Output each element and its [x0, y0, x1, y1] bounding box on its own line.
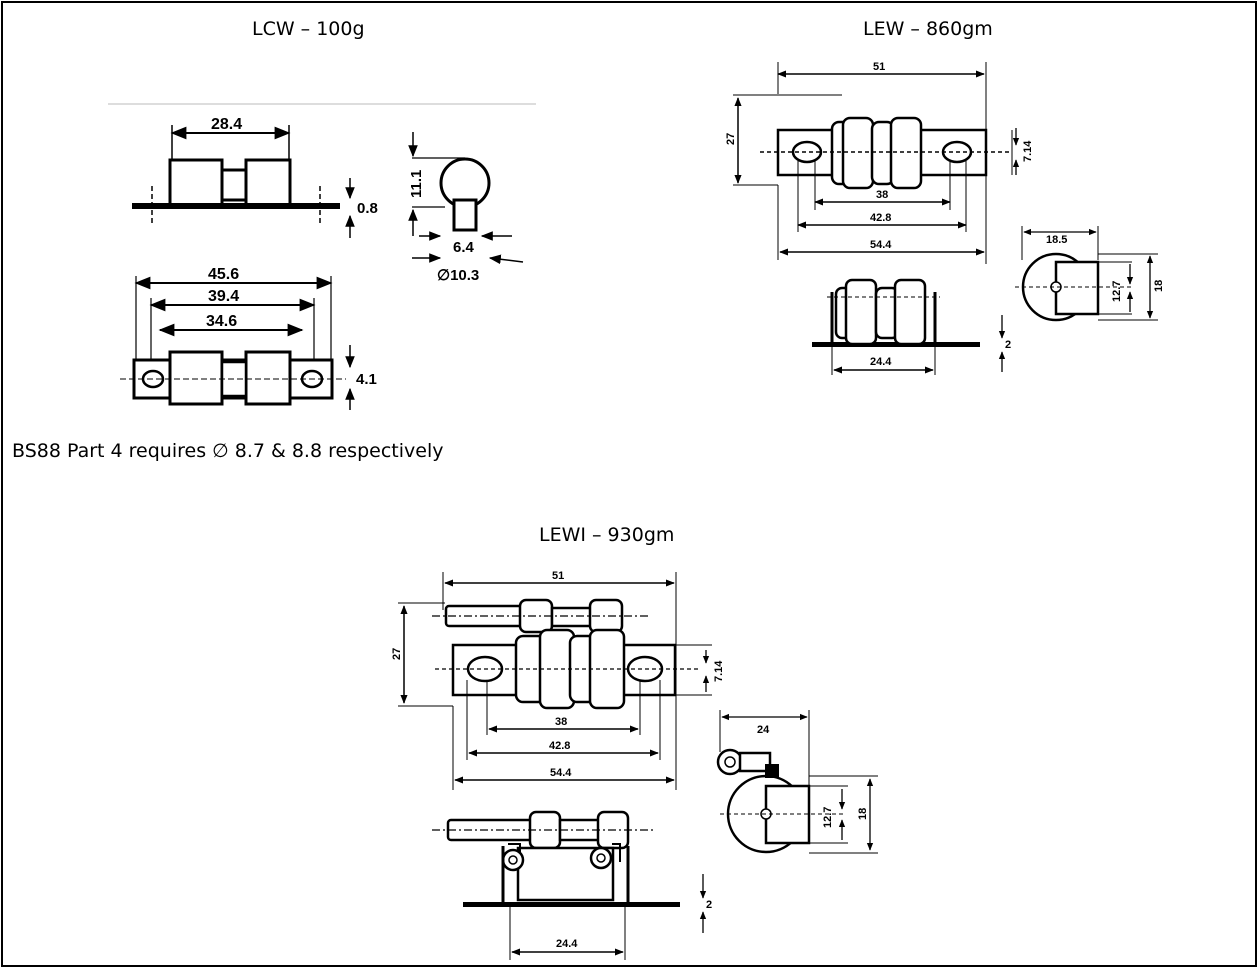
lew-title: LEW – 860gm	[863, 18, 993, 40]
lew-dim-27: 27	[725, 133, 737, 145]
lcw-dim-11-1: 11.1	[408, 170, 425, 198]
lcw-dim-4-1: 4.1	[356, 371, 377, 388]
lcw-title: LCW – 100g	[252, 18, 365, 40]
lew-end-view: 18.5 12.7 18	[1015, 226, 1165, 322]
lew-dim-42-8: 42.8	[870, 212, 891, 224]
lewi-side-view: 24.4 2	[432, 810, 712, 960]
lew-plan-view: 51 27 7.14 38 42.8 54.4	[725, 61, 1034, 264]
lewi-end-view: 24 12.7 18	[716, 710, 878, 854]
lewi-dim-2: 2	[706, 899, 712, 911]
lewi-dim-42-8: 42.8	[549, 740, 570, 752]
lewi-dim-51: 51	[552, 570, 564, 582]
lew-dim-24-4: 24.4	[870, 356, 892, 368]
note-text: BS88 Part 4 requires ∅ 8.7 & 8.8 respect…	[12, 440, 444, 462]
lcw-dim-0-8: 0.8	[357, 200, 378, 217]
lcw-dim-6-4: 6.4	[453, 239, 475, 256]
lcw-dim-45-6: 45.6	[208, 266, 239, 283]
lew-dim-54-4: 54.4	[870, 239, 892, 251]
lcw-end-view: 11.1 6.4 ∅10.3	[408, 132, 524, 284]
lcw-dim-34-6: 34.6	[206, 313, 237, 330]
lew-dim-12-7: 12.7	[1111, 281, 1123, 302]
lcw-side-view: 28.4 0.8	[132, 116, 378, 238]
lewi-dim-7-14: 7.14	[713, 660, 725, 682]
lew-dim-7-14: 7.14	[1022, 140, 1034, 162]
lewi-dim-24-4: 24.4	[556, 938, 578, 950]
lewi-dim-18: 18	[857, 808, 869, 820]
lew-dim-18: 18	[1153, 280, 1165, 292]
lcw-dim-39-4: 39.4	[208, 288, 239, 305]
lewi-dim-54-4: 54.4	[550, 767, 572, 779]
lcw-dim-10-3: ∅10.3	[437, 267, 479, 284]
lew-dim-18-5: 18.5	[1046, 234, 1067, 246]
lew-dim-2: 2	[1005, 339, 1011, 351]
lcw-dim-28-4: 28.4	[211, 116, 242, 133]
lew-dim-38: 38	[876, 189, 888, 201]
lewi-dim-27: 27	[391, 648, 403, 660]
lew-side-view: 24.4 2	[812, 278, 1011, 375]
lewi-dim-38: 38	[555, 716, 567, 728]
lewi-dim-12-7: 12.7	[822, 807, 834, 828]
lewi-dim-24: 24	[757, 724, 770, 736]
lewi-title: LEWI – 930gm	[539, 524, 675, 546]
lewi-plan-view: 51 27 7.14 38 42.8 54.4	[391, 570, 725, 790]
lcw-plan-view: 45.6 39.4 34.6 4.1	[120, 266, 377, 410]
lew-dim-51: 51	[873, 61, 885, 73]
